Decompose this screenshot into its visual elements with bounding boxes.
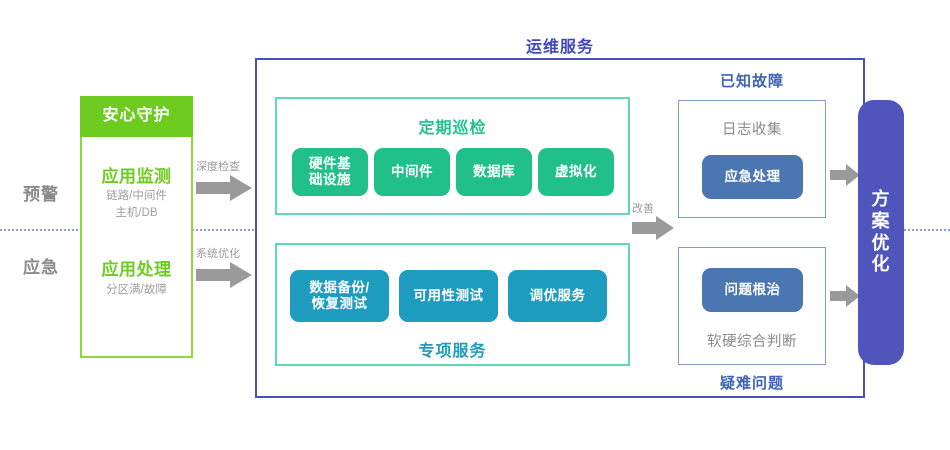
ops-service-title: 运维服务 bbox=[525, 39, 594, 56]
known-fault-caption: 已知故障 bbox=[719, 73, 784, 90]
assurance-block-sub-monitoring: 链路/中间件 主机/DB bbox=[72, 188, 201, 221]
assurance-block-title-handling: 应用处理 bbox=[101, 260, 172, 279]
inspection-item-hardware[interactable]: 硬件基 础设施 bbox=[292, 148, 368, 196]
arrow-label-improvement: 改善 bbox=[632, 203, 654, 215]
hard-fault-action-label: 问题根治 bbox=[724, 282, 781, 298]
phase-label-emergency: 应急 bbox=[23, 258, 59, 277]
optimization-char-2: 案 bbox=[871, 210, 891, 231]
periodic-inspection-heading: 定期巡检 bbox=[418, 120, 487, 137]
inspection-item-middleware[interactable]: 中间件 bbox=[374, 148, 450, 196]
optimization-char-1: 方 bbox=[871, 188, 891, 209]
assurance-column-header: 安心守护 bbox=[80, 96, 193, 137]
phase-label-warning: 预警 bbox=[23, 185, 59, 204]
special-item-backup-line1: 数据备份/ bbox=[309, 280, 370, 296]
flow-arrow-known-to-optimization bbox=[830, 164, 860, 186]
flow-arrow-hard-to-optimization bbox=[830, 285, 860, 307]
flow-arrow-system-optimization bbox=[196, 262, 252, 288]
special-service-heading: 专项服务 bbox=[418, 343, 487, 360]
flow-arrow-improvement bbox=[632, 216, 674, 240]
inspection-item-virtualization[interactable]: 虚拟化 bbox=[538, 148, 614, 196]
optimization-char-3: 优 bbox=[871, 232, 891, 253]
flow-arrow-deep-inspection bbox=[196, 175, 252, 201]
solution-optimization-bar[interactable]: 方 案 优 化 bbox=[858, 100, 904, 365]
inspection-item-middleware-label: 中间件 bbox=[391, 164, 433, 180]
arrow-label-system-optimization: 系统优化 bbox=[196, 248, 240, 260]
hard-fault-caption: 疑难问题 bbox=[719, 375, 784, 392]
assurance-block-sub-handling: 分区满/故障 bbox=[72, 282, 201, 299]
assurance-sub-line-2: 主机/DB bbox=[115, 206, 158, 219]
optimization-char-4: 化 bbox=[871, 254, 891, 275]
inspection-item-hardware-line2: 础设施 bbox=[309, 172, 351, 187]
known-fault-action-emergency-handling[interactable]: 应急处理 bbox=[702, 155, 803, 199]
hard-fault-action-root-cause[interactable]: 问题根治 bbox=[702, 268, 803, 312]
inspection-item-virtualization-label: 虚拟化 bbox=[555, 164, 597, 180]
inspection-item-database[interactable]: 数据库 bbox=[456, 148, 532, 196]
special-item-availability-label: 可用性测试 bbox=[413, 288, 484, 304]
special-item-tuning-label: 调优服务 bbox=[529, 288, 586, 304]
assurance-block-title-monitoring: 应用监测 bbox=[101, 167, 172, 186]
inspection-item-hardware-line1: 硬件基 bbox=[309, 156, 351, 172]
assurance-sub-line-3: 分区满/故障 bbox=[106, 284, 167, 296]
inspection-item-database-label: 数据库 bbox=[473, 164, 515, 180]
hard-fault-subtitle: 软硬综合判断 bbox=[707, 334, 797, 350]
special-item-backup-restore[interactable]: 数据备份/ 恢复测试 bbox=[290, 270, 389, 322]
special-item-availability-test[interactable]: 可用性测试 bbox=[399, 270, 498, 322]
known-fault-subtitle: 日志收集 bbox=[722, 122, 782, 138]
arrow-label-deep-inspection: 深度检查 bbox=[196, 161, 240, 173]
known-fault-action-label: 应急处理 bbox=[724, 169, 781, 185]
assurance-column bbox=[80, 96, 193, 358]
special-item-backup-line2: 恢复测试 bbox=[311, 296, 368, 311]
assurance-sub-line-1: 链路/中间件 bbox=[106, 190, 167, 202]
special-item-tuning-service[interactable]: 调优服务 bbox=[508, 270, 607, 322]
